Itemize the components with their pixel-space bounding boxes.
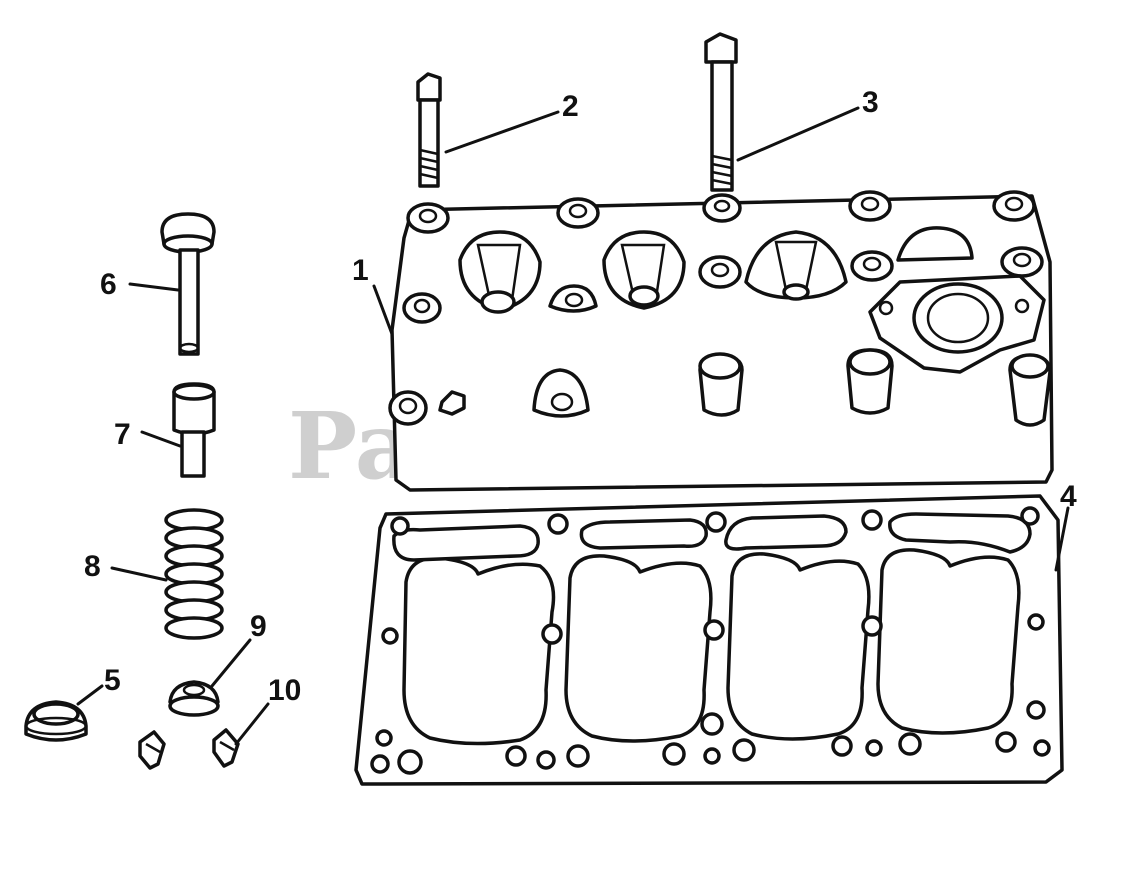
valve-key-part[interactable] (138, 728, 240, 770)
expansion-plug-part[interactable] (24, 700, 88, 742)
valve-spring-part[interactable] (164, 508, 224, 640)
leader-line-7 (140, 430, 182, 448)
head-bolt-short-part[interactable] (416, 72, 442, 188)
valve-guide-part[interactable] (172, 382, 216, 478)
callout-2: 2 (562, 90, 579, 123)
head-gasket-part[interactable] (354, 494, 1064, 786)
callout-9: 9 (250, 610, 267, 643)
head-bolt-long-part[interactable] (704, 32, 738, 192)
leader-line-10 (234, 702, 270, 746)
cylinder-head-part[interactable] (388, 190, 1054, 492)
leader-line-6 (128, 282, 180, 292)
callout-8: 8 (84, 550, 101, 583)
leader-line-4 (1054, 506, 1070, 572)
leader-line-9 (210, 638, 252, 688)
callout-3: 3 (862, 86, 879, 119)
leader-line-1 (372, 284, 394, 336)
callout-6: 6 (100, 268, 117, 301)
callout-4: 4 (1060, 480, 1077, 513)
valve-part[interactable] (160, 212, 216, 356)
callout-5: 5 (104, 664, 121, 697)
callout-7: 7 (114, 418, 131, 451)
leader-line-8 (110, 566, 168, 582)
leader-line-5 (76, 684, 104, 706)
spring-retainer-part[interactable] (168, 680, 220, 717)
callout-1: 1 (352, 254, 369, 287)
leader-line-3 (736, 106, 860, 162)
callout-10: 10 (268, 674, 301, 707)
leader-line-2 (444, 110, 560, 154)
